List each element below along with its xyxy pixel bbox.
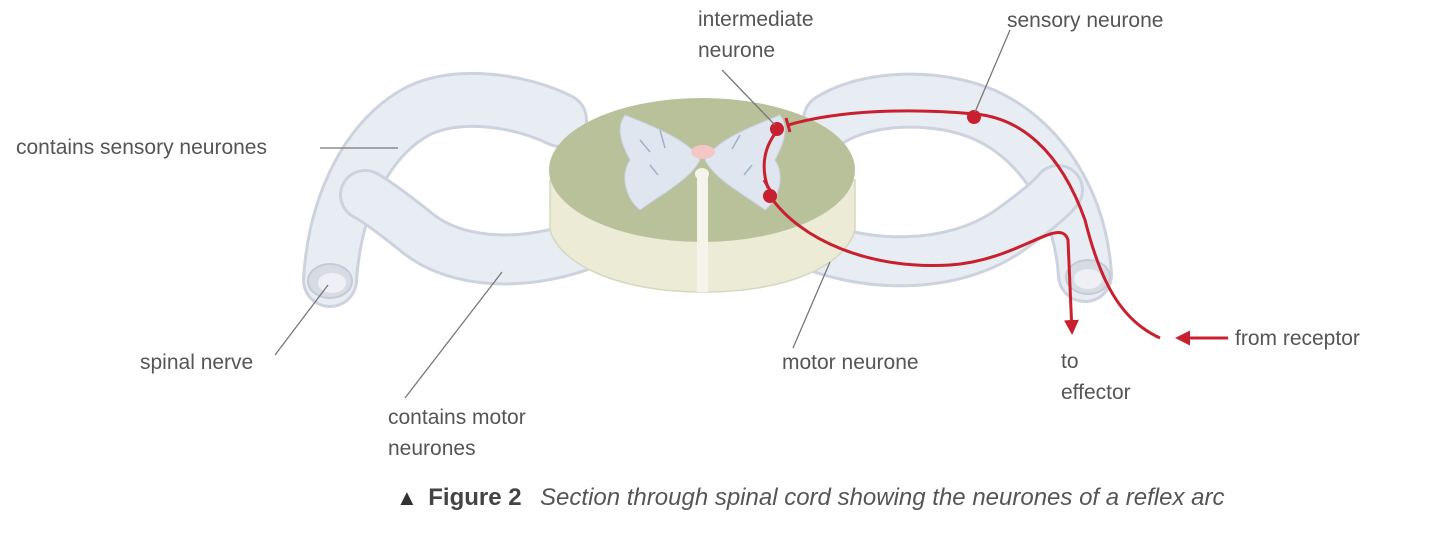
label-sensory-neurone: sensory neurone [1007, 9, 1164, 32]
reflex-arc-path [762, 109, 1228, 346]
grey-matter-right-wing [704, 114, 786, 211]
label-intermediate-neurone: intermediate neurone [698, 8, 814, 62]
ventral-fissure [697, 172, 708, 292]
central-canal [691, 145, 715, 159]
label-to-effector: to effector [1061, 350, 1131, 404]
left-nerve-roots [302, 71, 626, 308]
sensory-neurone-path [787, 109, 1161, 340]
figure-caption: ▲ Figure 2 Section through spinal cord s… [396, 480, 1224, 516]
spinal-cord-section [549, 98, 856, 293]
label-spinal-nerve: spinal nerve [140, 351, 254, 374]
label-from-receptor: from receptor [1235, 327, 1360, 350]
label-motor-neurone: motor neurone [782, 351, 919, 374]
leader-lines [274, 29, 1011, 399]
leader-intermediate [721, 69, 776, 126]
leader-spinal-nerve [274, 284, 329, 356]
label-contains-motor-neurones: contains motor neurones [388, 406, 526, 460]
intermediate-synapse-dot [770, 122, 784, 136]
grey-matter-left-wing [619, 114, 701, 211]
caption-text: Section through spinal cord showing the … [540, 484, 1225, 511]
leader-motor [792, 261, 831, 349]
leader-sensory [974, 29, 1011, 113]
sensory-cell-body [967, 110, 981, 124]
motor-cell-body [763, 189, 777, 203]
motor-neurone-path [768, 195, 1079, 335]
figure-number: Figure 2 [428, 484, 522, 511]
label-contains-sensory-neurones: contains sensory neurones [16, 136, 267, 159]
caption-triangle-icon: ▲ [396, 485, 418, 510]
leader-contains-motor [404, 271, 503, 399]
